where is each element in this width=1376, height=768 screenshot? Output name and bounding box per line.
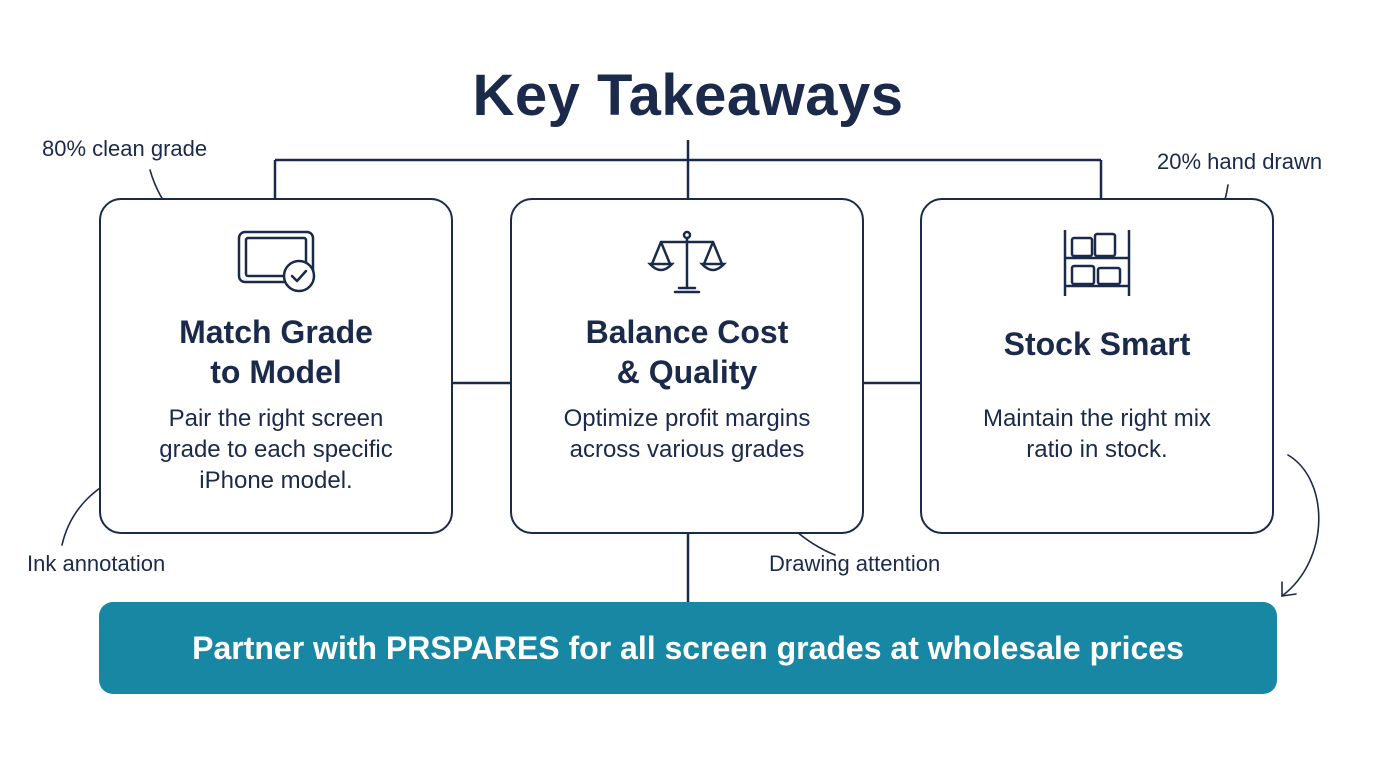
balance-scale-icon [647, 226, 727, 303]
tablet-check-icon [231, 226, 321, 301]
arrow-side [1281, 454, 1320, 597]
annotation-clean-grade: 80% clean grade [42, 136, 208, 161]
cta-banner: Partner with PRSPARES for all screen gra… [99, 602, 1277, 694]
card-title: Match Grade to Model [179, 314, 373, 390]
card-match-grade: Match Grade to Model Pair the right scre… [99, 198, 453, 534]
card-description: Optimize profit margins across various g… [563, 405, 811, 463]
warehouse-shelf-icon [1057, 226, 1137, 305]
banner-text: Partner with PRSPARES for all screen gra… [192, 629, 1184, 666]
card-title: Stock Smart [1003, 326, 1191, 362]
annotation-hand-drawn: 20% hand drawn [1157, 149, 1323, 174]
annotation-attention: Drawing attention [769, 551, 941, 576]
card-balance-cost: Balance Cost & Quality Optimize profit m… [510, 198, 864, 534]
page-title: Key Takeaways [472, 63, 904, 128]
card-title: Balance Cost & Quality [585, 314, 789, 390]
annotation-ink: Ink annotation [27, 551, 166, 576]
card-description: Pair the right screen grade to each spec… [159, 405, 393, 494]
card-description: Maintain the right mix ratio in stock. [982, 405, 1212, 463]
card-stock-smart: Stock Smart Maintain the right mix ratio… [920, 198, 1274, 534]
